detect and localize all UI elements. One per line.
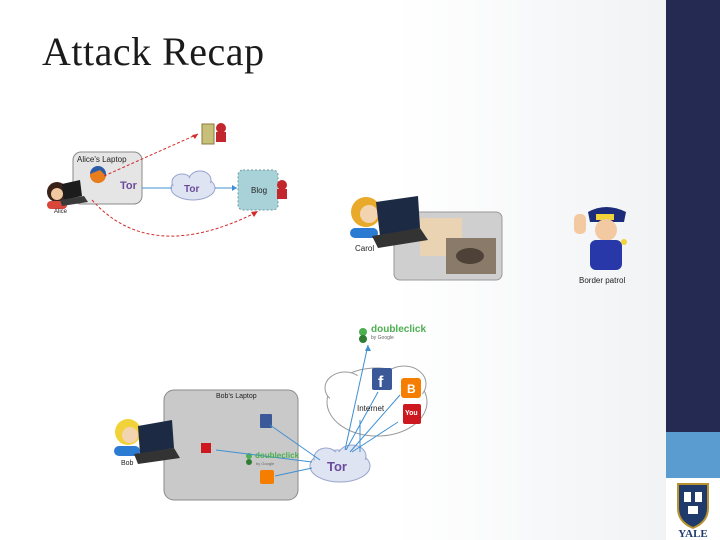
doubleclick-label-laptop: doubleclick (255, 451, 300, 460)
svg-text:You: You (405, 410, 418, 417)
youtube-icon-laptop (201, 443, 211, 453)
attack-arrow-curve (91, 199, 256, 237)
slide-title: Attack Recap (42, 29, 265, 74)
internet-label: Internet (357, 404, 385, 413)
yale-logo-text: YALE (678, 528, 708, 540)
doubleclick-sub-laptop: by Google (256, 461, 275, 466)
doubleclick-label-top: doubleclick (371, 324, 427, 335)
bob-person-icon (114, 419, 141, 456)
doubleclick-icon-top (359, 328, 367, 343)
bob-laptop-label: Bob's Laptop (216, 393, 257, 400)
bob-laptop-box (163, 389, 299, 501)
youtube-icon-internet (403, 404, 421, 424)
yale-shield-icon (677, 483, 709, 530)
bob-tor-cloud-icon: Tor (309, 444, 371, 483)
alice-laptop-label: Alice's Laptop (77, 155, 127, 164)
border-patrol-label: Border patrol (579, 276, 626, 285)
blogger-icon-laptop (260, 470, 274, 484)
facebook-icon-internet (372, 368, 392, 390)
svg-text:Tor: Tor (184, 184, 199, 195)
bob-person-label: Bob (121, 460, 134, 467)
carol-person-label: Carol (355, 244, 375, 253)
svg-text:f: f (378, 374, 384, 391)
tor-cloud-icon: Tor (170, 170, 216, 201)
sidebar-accent (666, 432, 720, 478)
villain-icon-blog (277, 180, 287, 199)
svg-text:B: B (407, 382, 416, 396)
bob-laptop-icon (134, 420, 180, 464)
police-officer-icon (574, 207, 627, 270)
svg-text:Tor: Tor (327, 459, 347, 474)
facebook-icon-laptop (260, 414, 272, 428)
carol-laptop-icon (372, 196, 428, 248)
blogger-icon-internet (401, 378, 421, 398)
alice-person-label: Alice (54, 209, 68, 215)
alice-tor-logo: Tor (120, 180, 138, 192)
attack-arrow-up (103, 133, 199, 177)
doubleclick-sub-top: by Google (371, 335, 394, 341)
yale-logo-area: YALE (666, 478, 720, 540)
alice-laptop-box (72, 151, 143, 205)
blog-label: Blog (251, 186, 268, 195)
traffic-arrows (215, 344, 401, 477)
carol-person-icon (350, 197, 381, 238)
firefox-icon (89, 166, 106, 184)
alice-laptop-icon (60, 180, 88, 206)
villain-server-icon (201, 123, 226, 145)
